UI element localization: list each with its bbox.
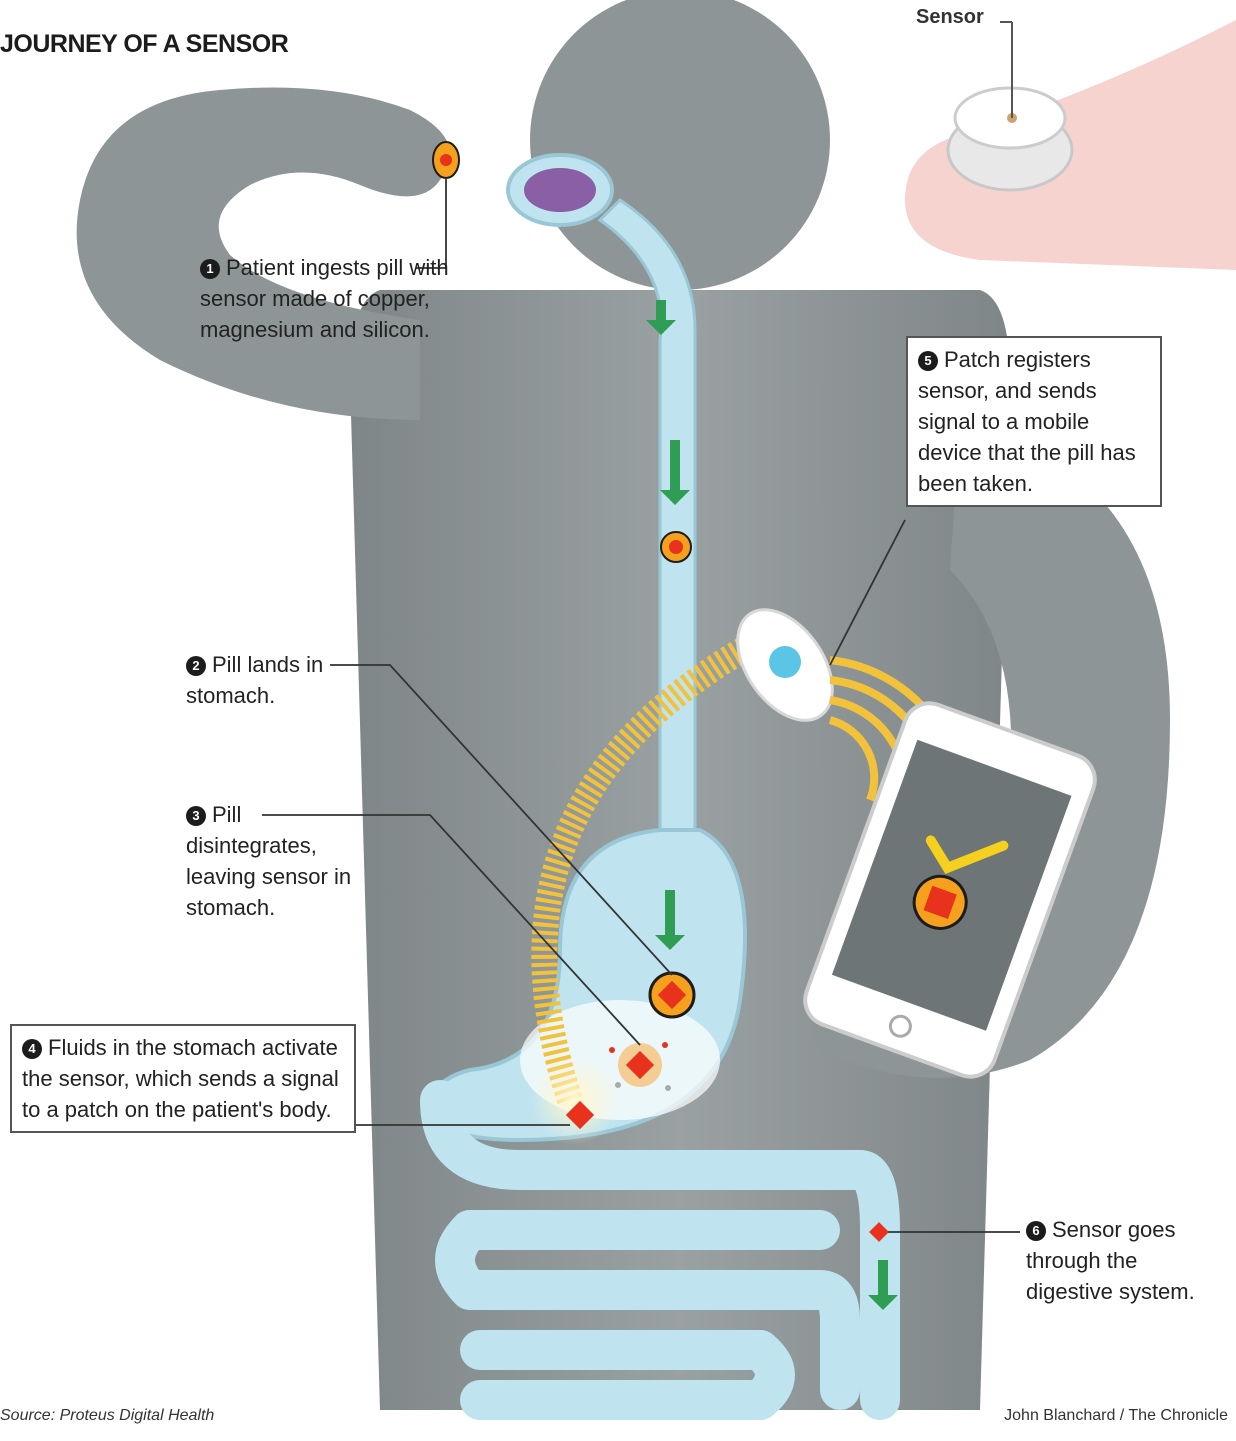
step-4-text: Fluids in the stomach activate the senso… <box>22 1035 339 1122</box>
sensor-label: Sensor <box>916 6 984 29</box>
step-2-text: Pill lands in stomach. <box>186 652 323 708</box>
step-1-number: 1 <box>200 259 220 279</box>
artist-credit: John Blanchard / The Chronicle <box>1004 1407 1228 1425</box>
pill-in-esophagus <box>661 532 691 562</box>
step-6-text: Sensor goes through the digestive system… <box>1026 1217 1195 1304</box>
pill-in-hand <box>433 142 459 178</box>
step-3-text: Pill disintegrates, leaving sensor in st… <box>186 802 351 920</box>
step-5-text: Patch registers sensor, and sends signal… <box>918 347 1136 496</box>
step-3-number: 3 <box>186 806 206 826</box>
finger-inset <box>905 20 1236 270</box>
source-credit: Source: Proteus Digital Health <box>0 1407 214 1425</box>
step-1-text: Patient ingests pill with sensor made of… <box>200 255 449 342</box>
pill-in-stomach <box>650 973 694 1017</box>
step-2-number: 2 <box>186 656 206 676</box>
step-5-number: 5 <box>918 351 938 371</box>
step-4-number: 4 <box>22 1039 42 1059</box>
page-title: JOURNEY OF A SENSOR <box>0 30 288 59</box>
step-6-number: 6 <box>1026 1221 1046 1241</box>
